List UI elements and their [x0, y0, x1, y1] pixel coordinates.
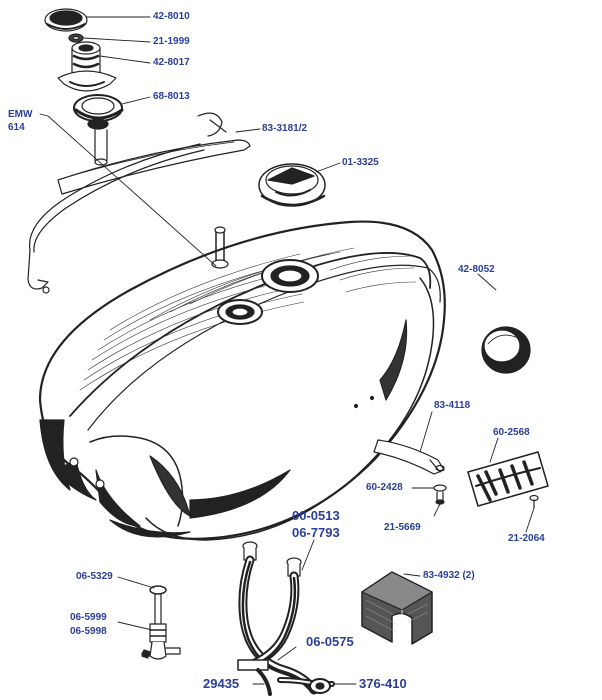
fuel-tank-body: [38, 220, 446, 541]
label-06-5329[interactable]: 06-5329: [76, 571, 113, 582]
filler-neck-42-8017: [57, 41, 117, 92]
label-68-8013[interactable]: 68-8013: [153, 91, 190, 102]
label-42-8052[interactable]: 42-8052: [458, 264, 495, 275]
label-06-0575[interactable]: 06-0575: [306, 634, 354, 649]
petrol-cap-01-3325: [258, 163, 326, 207]
label-42-8017[interactable]: 42-8017: [153, 57, 190, 68]
fuel-hoses: [237, 541, 335, 696]
screw-21-2064: [529, 494, 539, 509]
badge-60-2568: [467, 451, 549, 507]
label-83-3181[interactable]: 83-3181/2: [262, 123, 308, 134]
plug-42-8052: [481, 326, 531, 374]
strap-83-3181: [27, 112, 251, 294]
ring-68-8013: [73, 94, 124, 130]
filler-cap-42-8010: [44, 8, 88, 32]
label-60-2428[interactable]: 60-2428: [366, 482, 403, 493]
label-06-7793[interactable]: 06-7793: [292, 525, 340, 540]
label-01-3325[interactable]: 01-3325: [342, 157, 379, 168]
label-21-2064[interactable]: 21-2064: [508, 533, 545, 544]
label-06-5999[interactable]: 06-5999: [70, 612, 107, 623]
label-21-5669[interactable]: 21-5669: [384, 522, 421, 533]
label-42-8010[interactable]: 42-8010: [153, 11, 190, 22]
label-21-1999[interactable]: 21-1999: [153, 36, 190, 47]
label-06-5998[interactable]: 06-5998: [70, 626, 107, 637]
fuel-tap: [141, 585, 181, 660]
label-83-4932[interactable]: 83-4932 (2): [423, 570, 475, 581]
label-29435[interactable]: 29435: [203, 676, 240, 691]
rubber-block-83-4932: [361, 571, 433, 645]
washer-bolt-60-2428: [433, 484, 447, 505]
bracket-83-4118: [373, 439, 445, 475]
leader-lines: [39, 16, 535, 685]
label-376-410[interactable]: 376-410: [359, 676, 407, 691]
washer-21-1999: [68, 33, 84, 43]
label-00-0513[interactable]: 00-0513: [292, 508, 340, 523]
label-emw[interactable]: EMW: [8, 109, 33, 120]
label-614[interactable]: 614: [8, 122, 25, 133]
label-60-2568[interactable]: 60-2568: [493, 427, 530, 438]
label-83-4118[interactable]: 83-4118: [434, 400, 471, 411]
